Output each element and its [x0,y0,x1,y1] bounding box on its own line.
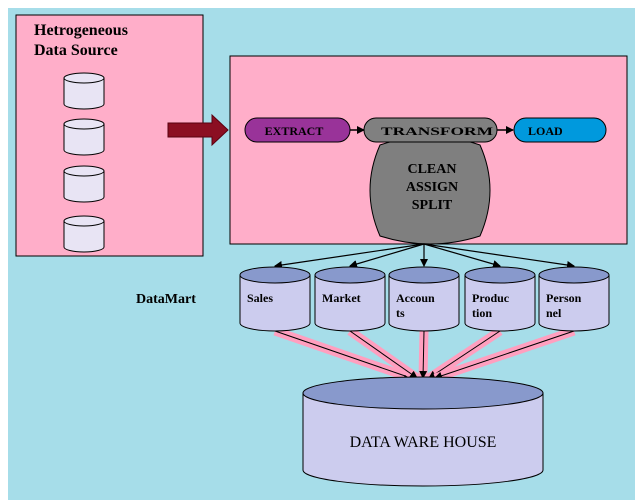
mart-to-warehouse-arrow [274,330,413,380]
extract-label: EXTRACT [265,124,324,138]
datamart-body [388,275,460,332]
warehouse-body [302,393,544,487]
datamart-cylinder: Sales [239,266,311,332]
source-cylinder-body [63,171,105,203]
warehouse-label: DATA WARE HOUSE [350,434,497,451]
datamart-body [538,275,610,332]
datamart-body [464,275,536,332]
source-cylinder [63,118,105,156]
etl-to-mart-arrow [274,243,425,269]
datamart-top [239,266,311,284]
datamart-cylinder: Market [314,266,386,332]
datamart-body [314,275,386,332]
source-cylinder-body [63,124,105,156]
mart-to-warehouse-arrow [349,330,418,379]
source-cylinder-top [63,118,105,130]
source-cylinder-top [63,72,105,84]
mart-to-warehouse-arrow [434,330,575,380]
source-cylinder [63,215,105,253]
source-cylinder-top [63,215,105,227]
datamart-name-line1: Market [322,291,361,305]
datamart-name-line2: tion [472,306,492,320]
datamart-top [388,266,460,284]
operation-split: SPLIT [412,198,453,213]
datamart-name-line1: Accoun [396,291,435,305]
datamart-top [314,266,386,284]
etl-to-mart-arrow [423,243,575,269]
mart-to-warehouse-arrow [419,330,428,379]
datamart-body [239,275,311,332]
datamart-to-warehouse-funnel [273,326,576,383]
datamart-name-line2: ts [396,306,405,320]
etl-to-datamart-arrows [274,243,575,269]
load-pill [513,117,607,143]
mart-to-warehouse-arrow [428,330,501,379]
data-source-title-line1: Hetrogeneous [34,22,128,39]
transform-label: TRANSFORM [381,124,493,138]
source-cylinders [63,72,105,253]
source-cylinder-body [63,221,105,253]
operation-clean: CLEAN [407,162,456,177]
data-warehouse-cylinder: DATA WARE HOUSE [302,376,544,487]
source-cylinder [63,165,105,203]
datamart-name-line2: nel [546,306,562,320]
datamart-name-line1: Person [546,291,582,305]
data-source-title: Hetrogeneous Data Source [34,21,194,61]
source-cylinder-top [63,165,105,177]
load-label: LOAD [528,124,563,138]
warehouse-top [302,376,544,410]
datamart-label: DataMart [136,292,196,307]
source-cylinder [63,72,105,110]
operation-assign: ASSIGN [406,180,458,195]
datamart-top [464,266,536,284]
source-cylinder-body [63,78,105,110]
etl-to-mart-arrow [423,243,501,268]
datamart-name-line1: Sales [247,291,273,305]
source-to-etl-arrow [167,113,229,147]
datamart-top [538,266,610,284]
data-source-title-line2: Data Source [34,42,118,59]
datamart-name-line1: Produc [472,291,510,305]
etl-to-mart-arrow [349,243,425,268]
